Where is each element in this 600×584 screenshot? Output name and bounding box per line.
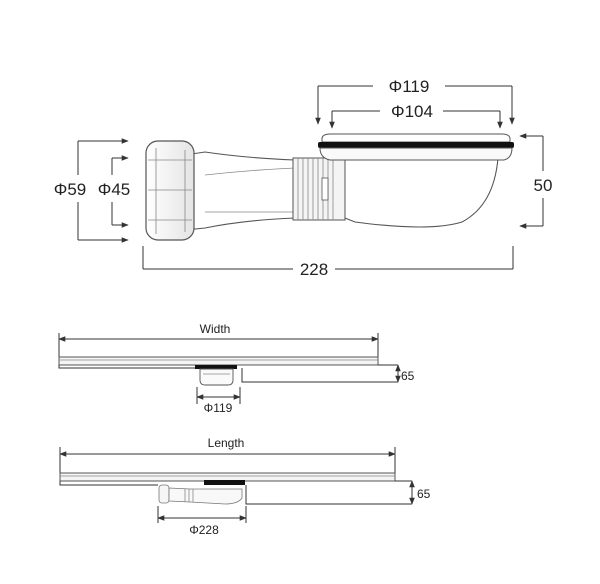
length-trap-length: Φ228 xyxy=(189,523,219,537)
length-depth: 65 xyxy=(417,487,431,501)
dim-length: 228 xyxy=(300,260,328,279)
dim-height: 50 xyxy=(534,176,553,195)
length-trap-body xyxy=(158,484,243,505)
width-drain-seal xyxy=(195,365,237,369)
dim-pipe-inner: Φ45 xyxy=(98,180,130,199)
top-dimensions: Φ119 Φ104 50 Φ59 Φ45 228 xyxy=(54,77,553,279)
width-label: Width xyxy=(200,322,231,336)
length-drain-seal xyxy=(204,480,245,485)
length-view: Length 65 Φ228 xyxy=(59,436,431,537)
width-panel xyxy=(58,356,379,366)
length-label: Length xyxy=(208,436,245,450)
length-panel xyxy=(59,472,396,482)
width-trap-diameter: Φ119 xyxy=(204,401,233,415)
width-view: Width 65 Φ119 xyxy=(58,322,415,415)
dim-inner-diameter: Φ104 xyxy=(391,102,433,121)
trap-drawing xyxy=(145,133,514,241)
width-depth: 65 xyxy=(401,369,415,383)
trap-flange xyxy=(318,133,514,161)
outlet-nut xyxy=(145,140,195,241)
dim-pipe-outer: Φ59 xyxy=(54,180,86,199)
ribbed-coupling xyxy=(292,157,346,221)
seal-ring xyxy=(318,142,514,148)
dim-outer-diameter: Φ119 xyxy=(389,77,430,96)
width-drain-body xyxy=(199,368,234,386)
